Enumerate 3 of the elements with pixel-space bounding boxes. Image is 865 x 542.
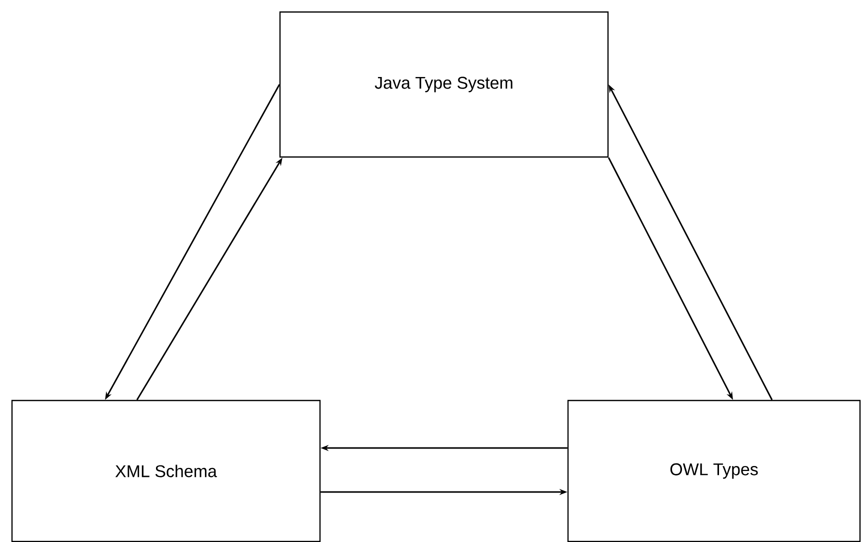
process-box: Java Type System bbox=[279, 11, 609, 158]
process-box: OWL Types bbox=[567, 400, 861, 542]
process-box: XML Schema bbox=[11, 400, 321, 542]
